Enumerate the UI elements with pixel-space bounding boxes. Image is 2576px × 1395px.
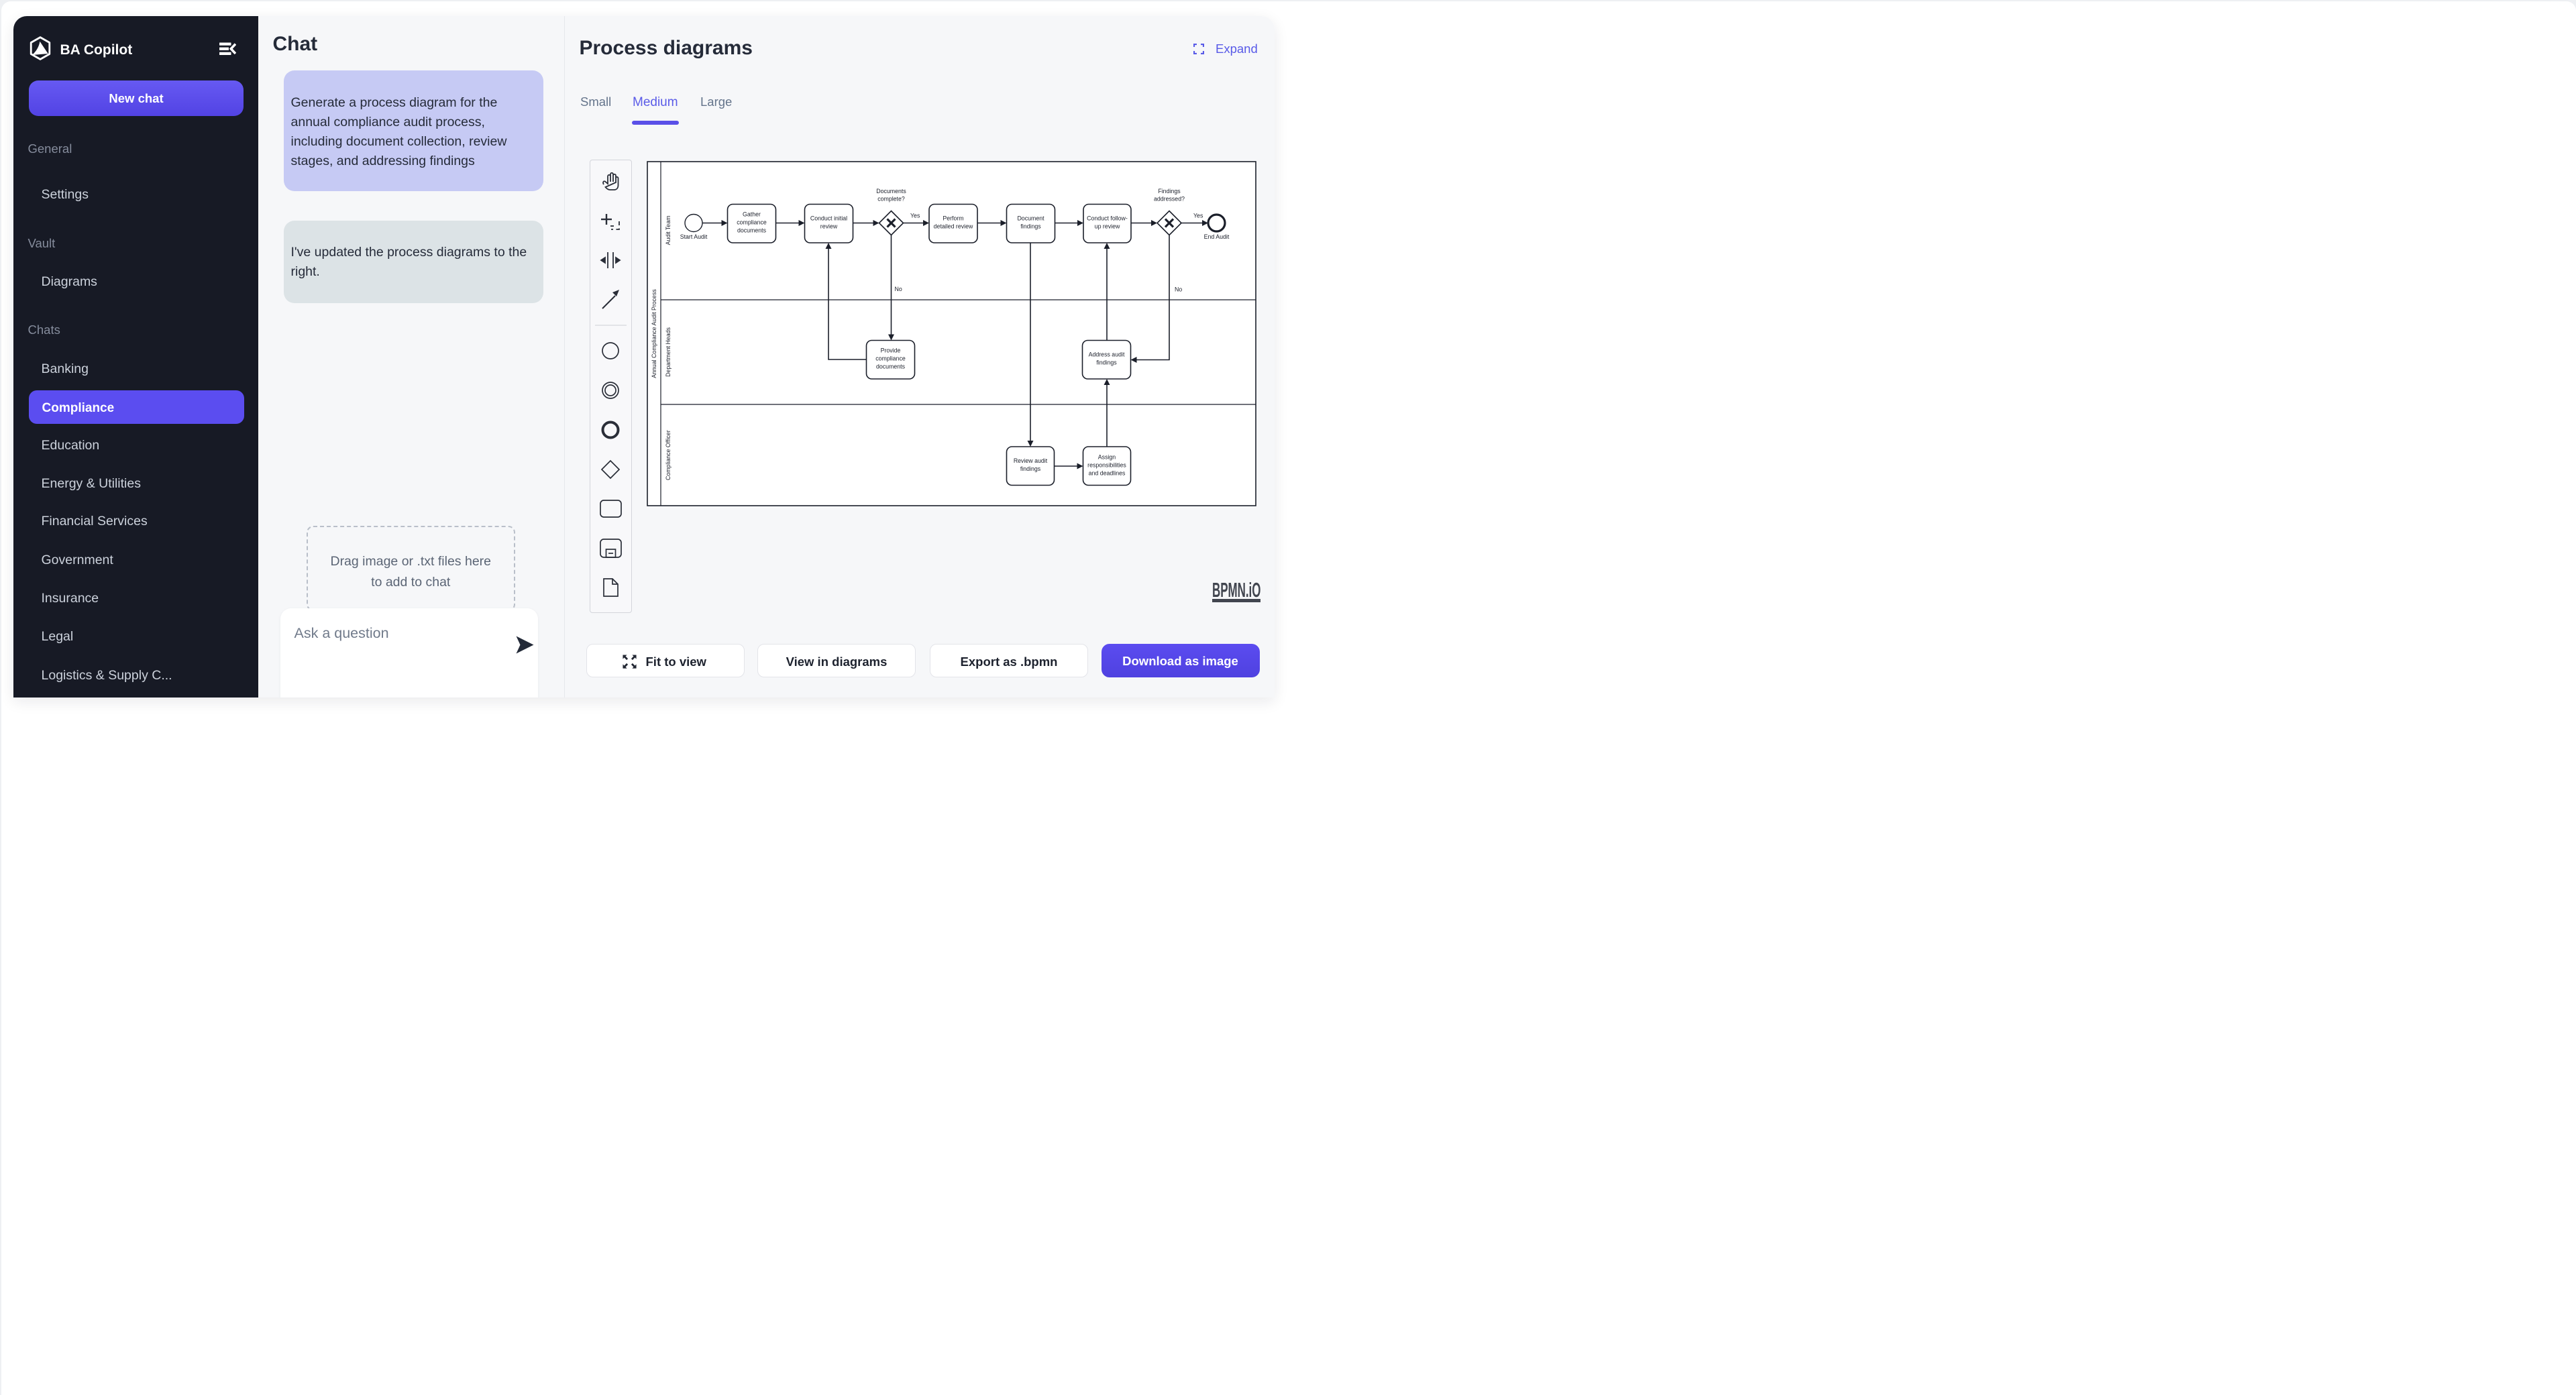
svg-text:Provide: Provide — [881, 347, 901, 354]
svg-text:and deadlines: and deadlines — [1089, 470, 1126, 477]
svg-text:No: No — [895, 286, 902, 292]
svg-text:documents: documents — [737, 227, 767, 234]
svg-text:Compliance Officer: Compliance Officer — [665, 430, 672, 480]
svg-text:Conduct follow-: Conduct follow- — [1087, 215, 1128, 222]
svg-text:Document: Document — [1017, 215, 1044, 222]
svg-text:No: No — [1175, 286, 1182, 293]
svg-text:Department Heads: Department Heads — [665, 327, 672, 376]
svg-text:Conduct initial: Conduct initial — [810, 215, 847, 222]
svg-text:Address audit: Address audit — [1089, 351, 1125, 358]
svg-text:compliance: compliance — [875, 355, 906, 362]
svg-text:Start Audit: Start Audit — [680, 233, 708, 240]
svg-text:Findings: Findings — [1158, 188, 1181, 194]
svg-text:Audit Team: Audit Team — [665, 216, 672, 245]
svg-text:findings: findings — [1020, 465, 1041, 472]
svg-text:Documents: Documents — [876, 188, 906, 194]
svg-text:Yes: Yes — [910, 213, 920, 219]
svg-text:up review: up review — [1095, 223, 1120, 230]
svg-text:End Audit: End Audit — [1204, 233, 1230, 240]
svg-text:findings: findings — [1096, 359, 1117, 366]
svg-text:review: review — [820, 223, 838, 230]
svg-text:Assign: Assign — [1098, 454, 1116, 461]
svg-text:Annual Compliance Audit Proces: Annual Compliance Audit Process — [651, 289, 657, 378]
svg-text:addressed?: addressed? — [1154, 195, 1185, 202]
svg-text:Gather: Gather — [743, 211, 761, 218]
svg-text:responsibilities: responsibilities — [1087, 462, 1126, 469]
svg-text:Review audit: Review audit — [1014, 457, 1048, 464]
svg-text:complete?: complete? — [877, 195, 905, 202]
svg-text:compliance: compliance — [737, 219, 767, 226]
svg-text:Yes: Yes — [1193, 213, 1203, 219]
svg-text:findings: findings — [1020, 223, 1041, 230]
svg-text:Perform: Perform — [943, 215, 963, 222]
svg-text:detailed review: detailed review — [934, 223, 973, 230]
svg-text:documents: documents — [876, 364, 906, 370]
